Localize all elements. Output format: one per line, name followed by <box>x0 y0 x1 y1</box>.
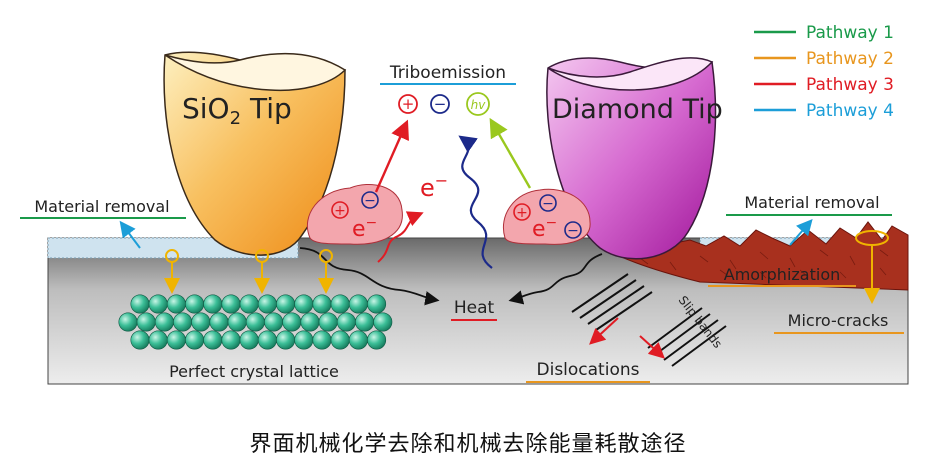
svg-text:hv: hv <box>471 98 487 112</box>
heat-arrow-left <box>299 247 440 306</box>
heat-label: Heat <box>454 298 495 318</box>
lattice-atom <box>312 294 332 314</box>
material-removal-left-arrow <box>119 220 141 249</box>
micro-cracks-label: Micro-cracks <box>788 311 889 330</box>
amorphization-label: Amorphization <box>724 265 841 284</box>
diamond-tip-label: Diamond Tip <box>552 94 723 125</box>
dislocations-label: Dislocations <box>537 360 640 380</box>
cloud-left-charges: + − e− <box>331 191 379 242</box>
lattice-atom <box>148 294 168 314</box>
lattice-markers <box>164 249 334 294</box>
emission-photon-symbol: hv <box>466 92 490 116</box>
diamond-tip: Diamond Tip <box>546 57 723 260</box>
svg-text:−: − <box>567 223 579 239</box>
emission-arrow-green <box>489 117 532 189</box>
lattice-atom <box>221 330 241 350</box>
lattice-atom <box>257 330 277 350</box>
lattice-atom <box>203 330 223 350</box>
figure-caption: 界面机械化学去除和机械去除能量耗散途径 <box>249 432 687 457</box>
lattice-atom <box>330 294 350 314</box>
amorphization-texture <box>639 249 889 279</box>
heat-arrow-right <box>508 253 603 305</box>
electron-wavy-arrow <box>377 211 424 263</box>
lattice-atom <box>264 312 284 332</box>
lattice-atom <box>227 312 247 332</box>
lattice-atom <box>118 312 138 332</box>
triboemission-label: Triboemission <box>389 63 506 83</box>
lattice-atom <box>294 330 314 350</box>
lattice-atom <box>166 294 186 314</box>
lattice-atom <box>173 312 193 332</box>
lattice-atom <box>312 330 332 350</box>
lattice-atom <box>185 330 205 350</box>
lattice-atom <box>294 294 314 314</box>
lattice-atom <box>239 294 259 314</box>
lattice-atom <box>276 294 296 314</box>
lattice-atom <box>203 294 223 314</box>
lattice-atom <box>239 330 259 350</box>
lattice-atom <box>185 294 205 314</box>
dislocation-arrow-2 <box>639 335 665 359</box>
lattice-atom <box>355 312 375 332</box>
lattice-atom <box>245 312 265 332</box>
legend-label-2: Pathway 2 <box>806 49 894 69</box>
lattice-atom <box>348 330 368 350</box>
slip-bands-group-1 <box>571 273 653 331</box>
emission-arrow-red <box>374 119 409 193</box>
emission-plus-symbol: + <box>398 94 418 114</box>
svg-text:−: − <box>542 196 554 212</box>
slip-bands-group-2 <box>647 307 727 367</box>
svg-text:−: − <box>434 95 447 113</box>
legend-label-3: Pathway 3 <box>806 75 894 95</box>
legend: Pathway 1 Pathway 2 Pathway 3 Pathway 4 <box>754 23 894 121</box>
lattice-atom <box>148 330 168 350</box>
legend-label-1: Pathway 1 <box>806 23 894 43</box>
svg-text:+: + <box>334 203 346 219</box>
lattice-atom <box>282 312 302 332</box>
lattice-atom <box>276 330 296 350</box>
svg-text:e−: e− <box>352 215 377 242</box>
lattice-atom <box>318 312 338 332</box>
lattice-atom <box>136 312 156 332</box>
svg-text:−: − <box>364 193 376 209</box>
perfect-crystal-lattice-label: Perfect crystal lattice <box>169 362 339 381</box>
emission-arrow-navy-wavy <box>458 135 493 269</box>
free-electron: e− <box>420 171 448 202</box>
svg-text:e−: e− <box>532 215 557 242</box>
legend-label-4: Pathway 4 <box>806 101 894 121</box>
lattice-atom <box>257 294 277 314</box>
svg-text:+: + <box>402 95 415 113</box>
lattice-atom <box>373 312 393 332</box>
lattice-atom <box>336 312 356 332</box>
material-removal-left-label: Material removal <box>34 197 169 216</box>
crystal-lattice <box>118 294 393 350</box>
lattice-atom <box>130 330 150 350</box>
sio2-tip-label: SiO2 Tip <box>182 92 292 129</box>
lattice-atom <box>130 294 150 314</box>
charge-cloud-right <box>503 188 591 245</box>
micro-crack-marker <box>855 230 889 246</box>
amorphization-zone <box>604 221 909 291</box>
lattice-atom <box>209 312 229 332</box>
lattice-atom <box>300 312 320 332</box>
lattice-atom <box>330 330 350 350</box>
lattice-atom <box>367 330 387 350</box>
lattice-atom <box>166 330 186 350</box>
lattice-atom <box>367 294 387 314</box>
lattice-atom <box>221 294 241 314</box>
material-removal-right-arrow <box>789 218 813 246</box>
dislocation-arrow-1 <box>589 317 619 345</box>
cloud-right-charges: + − e− − <box>513 194 582 242</box>
emission-minus-symbol: − <box>430 94 450 114</box>
sio2-tip: SiO2 Tip <box>163 51 347 256</box>
material-removal-right-label: Material removal <box>744 193 879 212</box>
lattice-atom <box>154 312 174 332</box>
lattice-atom <box>191 312 211 332</box>
svg-text:+: + <box>516 205 528 221</box>
lattice-atom <box>348 294 368 314</box>
